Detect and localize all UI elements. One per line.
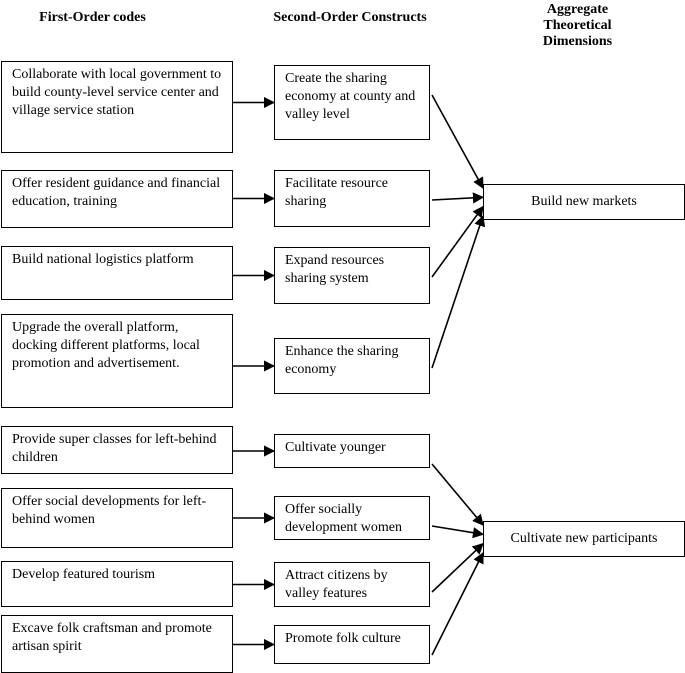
aggregate-box-build-new-markets-text: Build new markets (531, 194, 637, 209)
first-order-box-1-text: Collaborate with local government to bui… (12, 67, 222, 118)
arrow-second-to-aggregate-1 (431, 94, 484, 189)
first-order-box-2: Offer resident guidance and financial ed… (1, 170, 233, 228)
first-order-box-4-text: Upgrade the overall platform, docking di… (12, 320, 200, 371)
arrow-second-to-aggregate-8 (431, 551, 484, 656)
arrow-second-to-aggregate-3 (431, 205, 484, 278)
second-order-box-8-text: Promote folk culture (285, 631, 401, 646)
second-order-box-4-text: Enhance the sharing economy (285, 344, 399, 377)
second-order-box-6-text: Offer socially development women (285, 502, 403, 535)
first-order-box-6-text: Offer social developments for left-behin… (12, 494, 207, 527)
arrow-second-to-aggregate-7 (431, 542, 484, 593)
second-order-box-8: Promote folk culture (274, 625, 430, 664)
first-order-box-8: Excave folk craftsman and promote artisa… (1, 615, 233, 673)
first-order-box-7-text: Develop featured tourism (12, 567, 156, 582)
first-order-box-5: Provide super classes for left-behind ch… (1, 426, 233, 474)
first-order-box-6: Offer social developments for left-behin… (1, 488, 233, 548)
aggregate-box-cultivate-new-participants: Cultivate new participants (483, 521, 685, 557)
second-order-box-7: Attract citizens by valley features (274, 562, 430, 607)
first-order-box-3: Build national logistics platform (1, 246, 233, 300)
first-order-box-1: Collaborate with local government to bui… (1, 61, 233, 153)
second-order-box-5: Cultivate younger (274, 434, 430, 468)
first-order-box-2-text: Offer resident guidance and financial ed… (12, 176, 221, 209)
second-order-box-5-text: Cultivate younger (285, 440, 386, 455)
second-order-box-6: Offer socially development women (274, 496, 430, 540)
second-order-box-1-text: Create the sharing economy at county and… (285, 71, 416, 122)
second-order-box-2-text: Facilitate resource sharing (285, 176, 389, 209)
arrow-second-to-aggregate-2 (431, 192, 485, 204)
arrow-second-to-aggregate-6 (431, 525, 485, 539)
first-order-box-5-text: Provide super classes for left-behind ch… (12, 432, 217, 465)
second-order-box-4: Enhance the sharing economy (274, 338, 430, 394)
second-order-box-1: Create the sharing economy at county and… (274, 65, 430, 140)
second-order-box-7-text: Attract citizens by valley features (285, 568, 388, 601)
second-order-box-2: Facilitate resource sharing (274, 170, 430, 227)
first-order-box-3-text: Build national logistics platform (12, 252, 194, 267)
first-order-box-4: Upgrade the overall platform, docking di… (1, 314, 233, 408)
arrow-second-to-aggregate-4 (431, 214, 486, 369)
first-order-box-7: Develop featured tourism (1, 561, 233, 607)
second-order-box-3: Expand resources sharing system (274, 247, 430, 304)
aggregate-header: Aggregate Theoretical Dimensions (542, 2, 613, 49)
second-order-header: Second-Order Constructs (273, 10, 427, 25)
aggregate-box-build-new-markets: Build new markets (483, 184, 685, 220)
aggregate-box-cultivate-new-participants-text: Cultivate new participants (510, 531, 658, 546)
arrow-second-to-aggregate-5 (431, 463, 484, 526)
first-order-header: First-Order codes (39, 10, 146, 25)
first-order-box-8-text: Excave folk craftsman and promote artisa… (12, 621, 212, 654)
second-order-box-3-text: Expand resources sharing system (285, 253, 385, 286)
